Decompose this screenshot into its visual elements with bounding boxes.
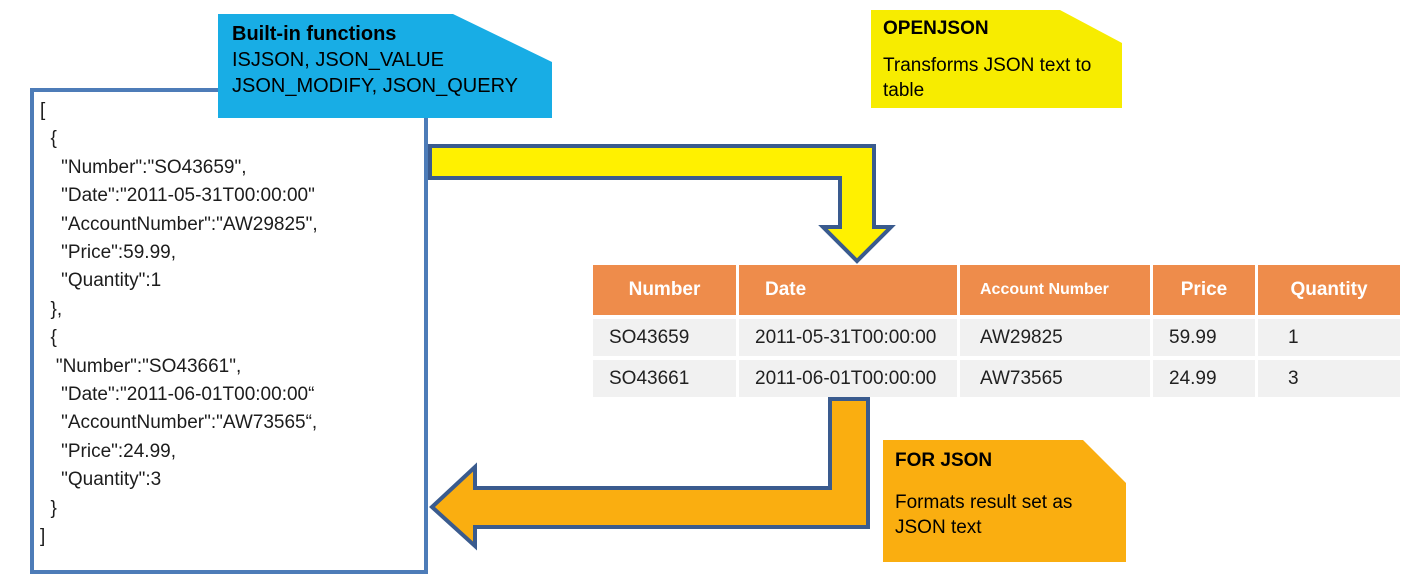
json-line: ] — [40, 526, 46, 548]
json-line: "Number":"SO43661", — [40, 355, 242, 377]
table-cell: AW29825 — [960, 319, 1150, 356]
builtin-functions-line2: JSON_MODIFY, JSON_QUERY — [232, 75, 518, 97]
table-header-quantity: Quantity — [1258, 265, 1400, 315]
json-line: }, — [40, 298, 63, 320]
json-line: "Price":59.99, — [40, 242, 176, 264]
json-line: "Date":"2011-06-01T00:00:00“ — [40, 384, 315, 406]
table-cell: AW73565 — [960, 360, 1150, 397]
table-header-date: Date — [739, 265, 957, 315]
table-cell: 59.99 — [1153, 319, 1255, 356]
builtin-functions-title: Built-in functions — [232, 23, 397, 45]
json-line: "Number":"SO43659", — [40, 156, 247, 178]
openjson-title: OPENJSON — [883, 18, 989, 39]
json-line: { — [40, 327, 57, 349]
result-table: Number Date Account Number Price Quantit… — [593, 265, 1400, 397]
for-json-title: FOR JSON — [895, 450, 993, 471]
json-line: "Quantity":3 — [40, 469, 162, 491]
json-source-box: [ { "Number":"SO43659", "Date":"2011-05-… — [30, 88, 428, 574]
for-json-description: Formats result set as JSON text — [895, 492, 1073, 538]
for-json-arrow — [429, 397, 870, 551]
table-cell: 24.99 — [1153, 360, 1255, 397]
table-cell: 2011-05-31T00:00:00 — [739, 319, 957, 356]
json-line: { — [40, 128, 57, 150]
builtin-functions-line1: ISJSON, JSON_VALUE — [232, 49, 444, 71]
json-line: [ — [40, 100, 46, 121]
table-header-number: Number — [593, 265, 736, 315]
table-cell: SO43661 — [593, 360, 736, 397]
openjson-arrow — [428, 144, 896, 264]
openjson-description: Transforms JSON text to table — [883, 55, 1092, 101]
for-json-callout: FOR JSON Formats result set as JSON text — [883, 440, 1126, 562]
json-line: "Quantity":1 — [40, 270, 162, 292]
table-cell: 1 — [1258, 319, 1400, 356]
openjson-callout: OPENJSON Transforms JSON text to table — [871, 10, 1122, 108]
json-line: "AccountNumber":"AW29825", — [40, 213, 318, 235]
table-cell: 3 — [1258, 360, 1400, 397]
table-header-price: Price — [1153, 265, 1255, 315]
table-cell: SO43659 — [593, 319, 736, 356]
json-line: "Date":"2011-05-31T00:00:00" — [40, 185, 315, 207]
builtin-functions-callout: Built-in functions ISJSON, JSON_VALUE JS… — [218, 14, 552, 118]
table-header-account: Account Number — [960, 265, 1150, 315]
json-line: "Price":24.99, — [40, 440, 176, 462]
json-line: "AccountNumber":"AW73565“, — [40, 412, 318, 434]
table-cell: 2011-06-01T00:00:00 — [739, 360, 957, 397]
json-line: } — [40, 497, 57, 519]
